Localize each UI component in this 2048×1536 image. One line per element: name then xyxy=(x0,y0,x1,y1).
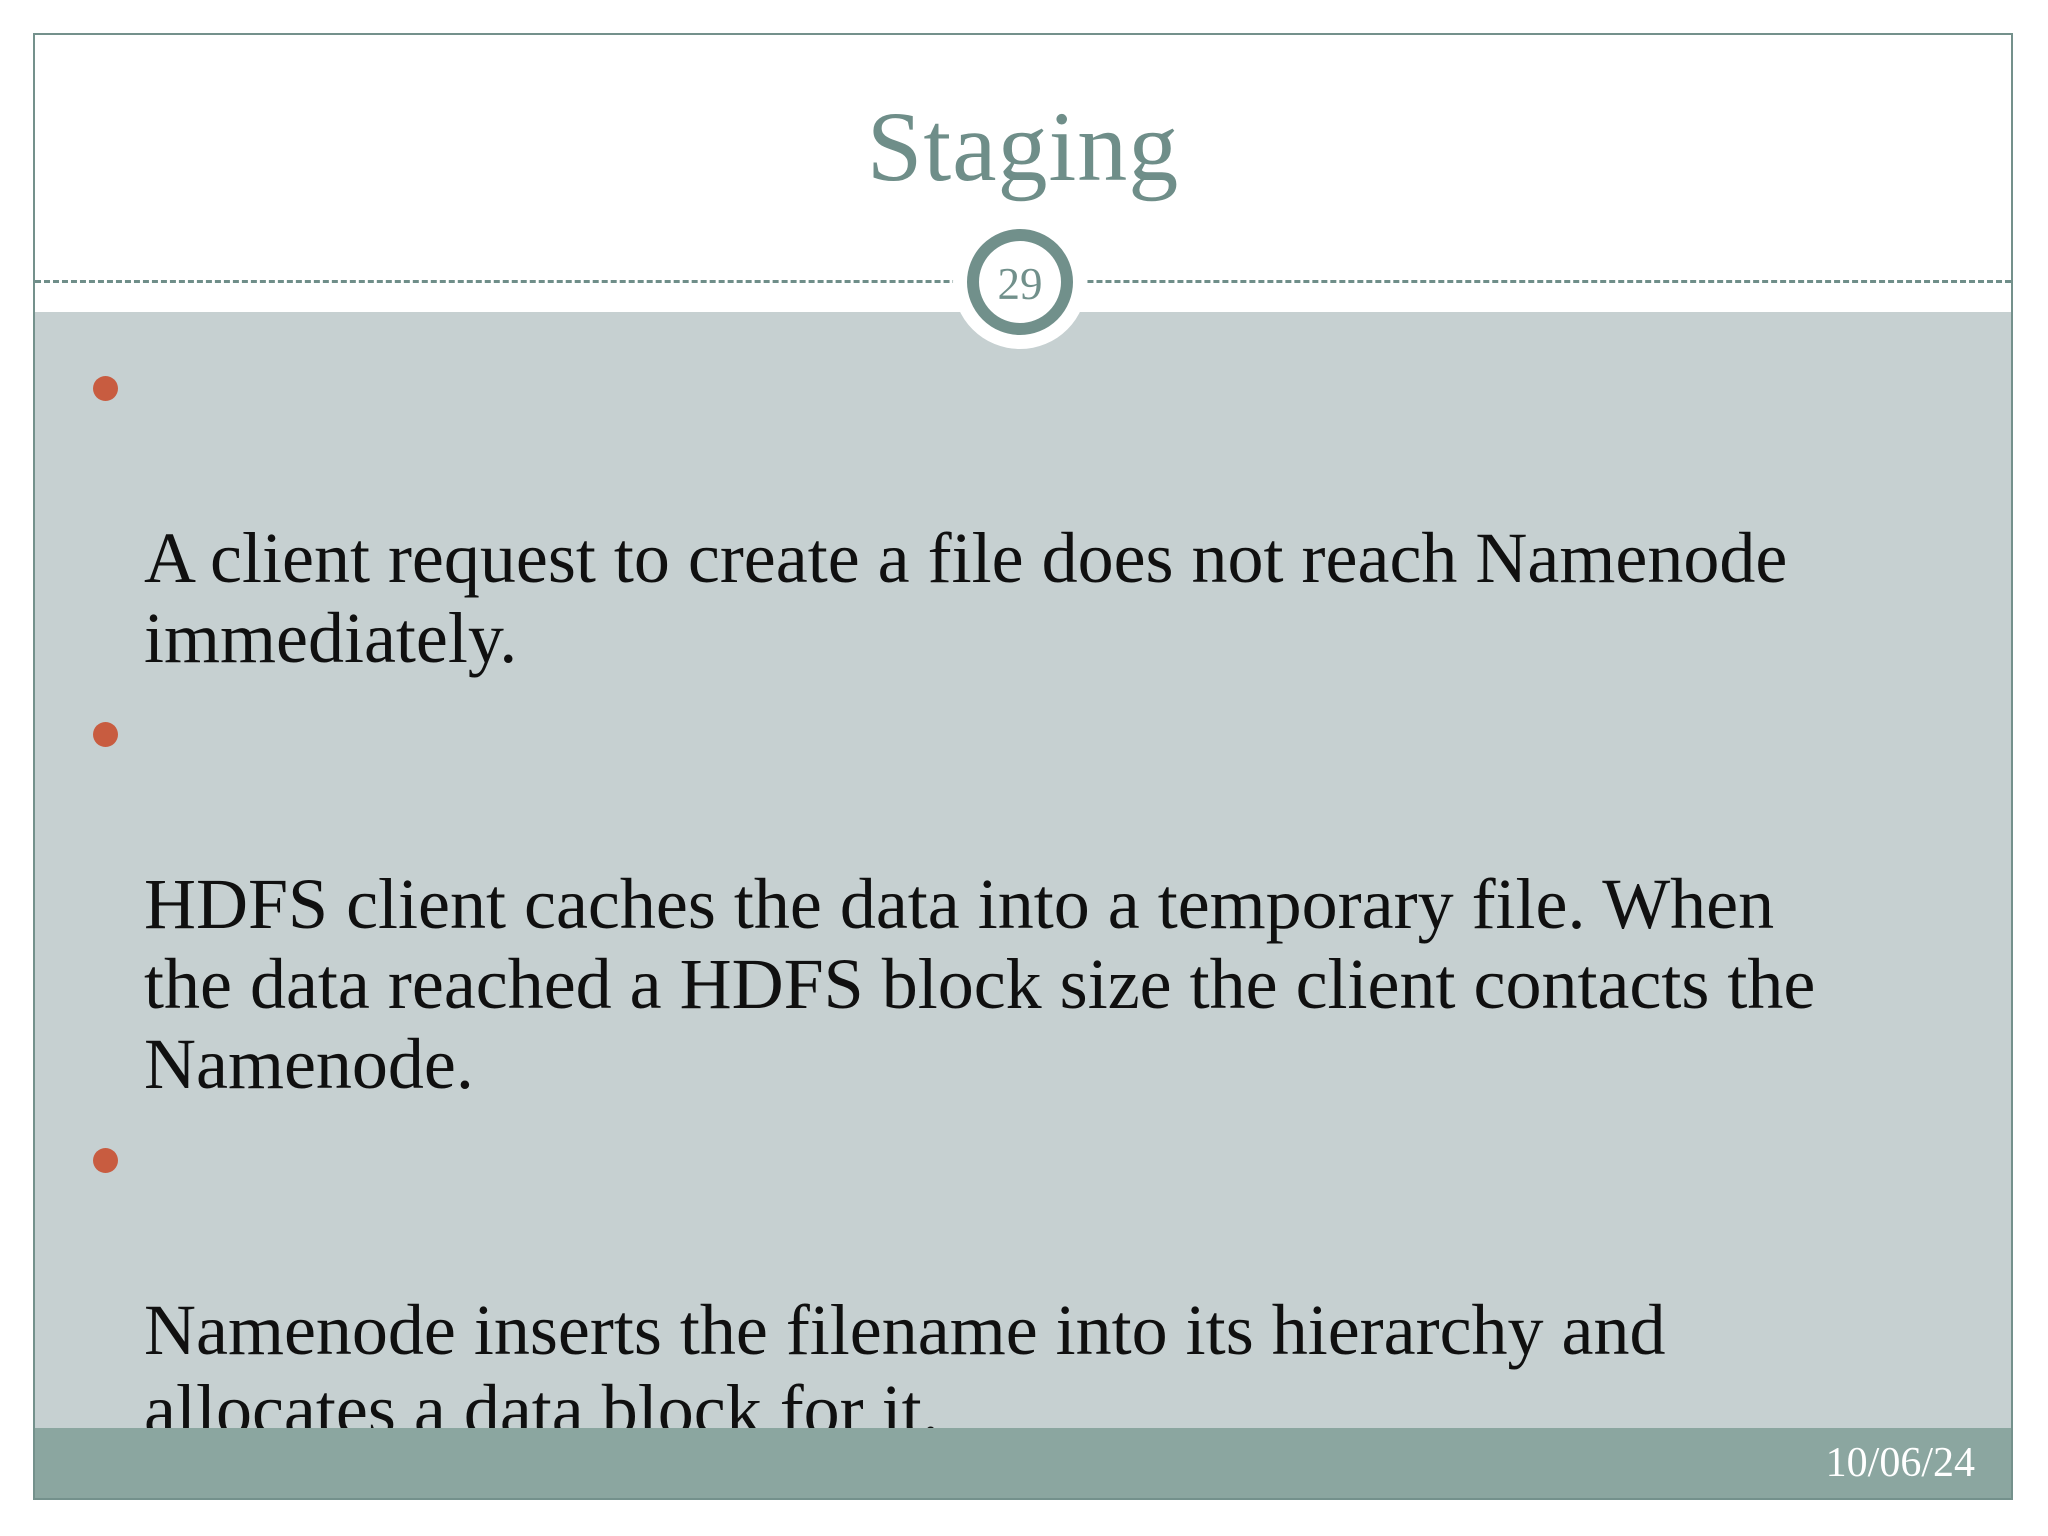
footer-date: 10/06/24 xyxy=(1825,1440,1975,1486)
bullet-list: A client request to create a file does n… xyxy=(35,312,2011,1498)
bullet-dot-icon xyxy=(93,376,118,401)
list-item: A client request to create a file does n… xyxy=(35,358,1983,678)
bullet-dot-icon xyxy=(93,1148,118,1173)
bullet-text: Namenode inserts the filename into its h… xyxy=(144,1290,1666,1450)
list-item: Namenode inserts the filename into its h… xyxy=(35,1130,1983,1450)
page-number-badge: 29 xyxy=(967,229,1073,335)
page-number: 29 xyxy=(997,259,1043,309)
bullet-text: A client request to create a file does n… xyxy=(144,518,1788,678)
bullet-text: HDFS client caches the data into a tempo… xyxy=(144,864,1816,1104)
slide-footer: 10/06/24 xyxy=(35,1428,2011,1498)
bullet-dot-icon xyxy=(93,722,118,747)
page-title: Staging xyxy=(866,91,1180,202)
list-item: HDFS client caches the data into a tempo… xyxy=(35,704,1983,1104)
slide: Staging 29 A client request to create a … xyxy=(33,33,2013,1500)
slide-body: A client request to create a file does n… xyxy=(35,312,2011,1498)
